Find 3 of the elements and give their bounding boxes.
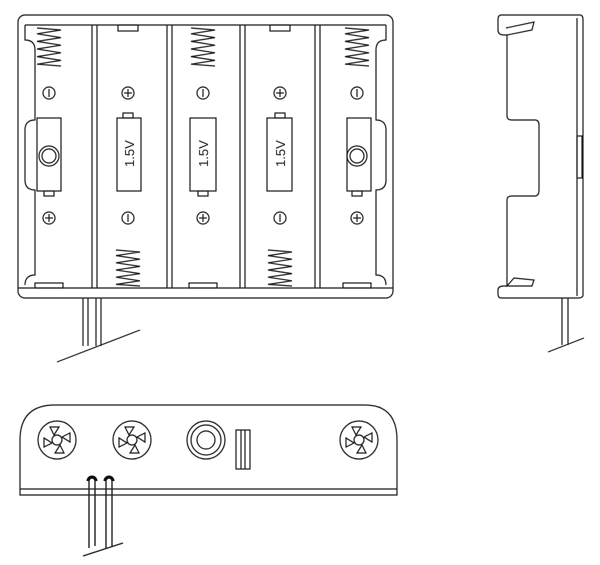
voltage-label: 1.5V [197, 140, 210, 167]
voltage-label: 1.5V [123, 140, 136, 167]
voltage-label: 1.5V [274, 140, 287, 167]
